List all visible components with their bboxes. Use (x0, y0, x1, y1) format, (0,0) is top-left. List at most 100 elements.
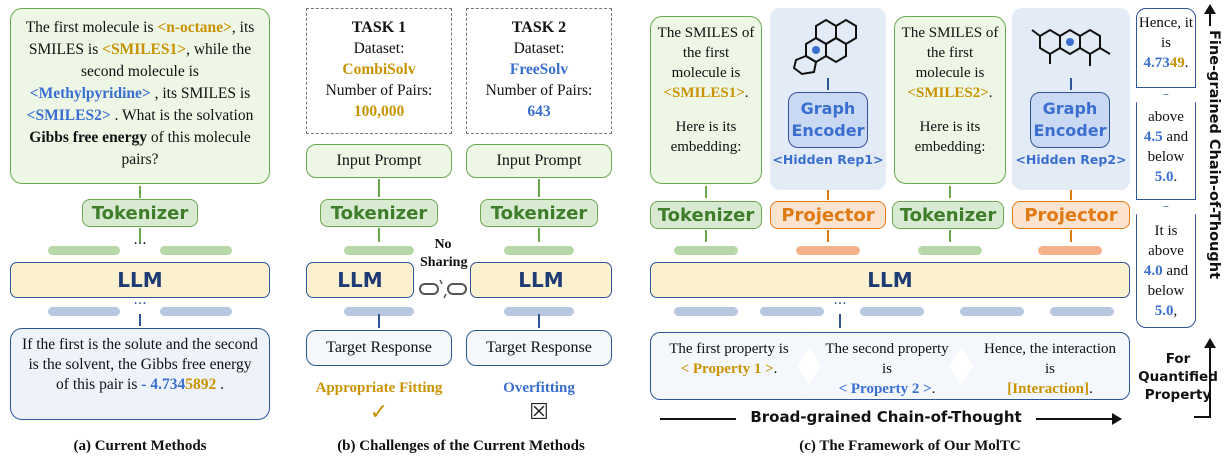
q-gibbs: Gibbs free energy (29, 129, 147, 146)
token-pill (344, 246, 414, 255)
token-pill (796, 246, 860, 255)
arrow (139, 314, 141, 326)
fine-value: 4.5 (1143, 129, 1163, 145)
tokenizer-box-2: Tokenizer (480, 199, 598, 227)
q-text: , its SMILES is (28, 19, 255, 58)
smiles-text-2: The SMILES of the first molecule is <SMI… (894, 16, 1006, 184)
task1-dataset: CombiSolv (342, 61, 416, 78)
tokenizer-box-c1: Tokenizer (650, 201, 762, 229)
token-pill (1038, 246, 1102, 255)
task1-dataset-label: Dataset: (353, 40, 405, 57)
step-prop: [Interaction] (1007, 381, 1089, 397)
fine-value: 4.73 (1143, 55, 1170, 71)
answer-minus: - (141, 376, 151, 393)
token-pill (1050, 307, 1114, 316)
molecule-2-icon (1031, 28, 1111, 66)
token-pill (674, 307, 738, 316)
hidden-rep-1: <Hidden Rep1> (772, 152, 884, 167)
tokenizer-box-c2: Tokenizer (892, 201, 1004, 229)
arrow (839, 314, 841, 328)
text: . (744, 85, 749, 101)
arrow (1070, 190, 1072, 200)
arrow (378, 228, 380, 242)
llm-box: LLM (10, 262, 270, 298)
q-text: , its SMILES is (150, 85, 251, 102)
tokenizer-box: Tokenizer (82, 199, 198, 227)
task2-pairs-label: Number of Pairs: (485, 82, 593, 99)
arrow (538, 228, 540, 242)
step-prop: < Property 2 > (838, 381, 932, 397)
task1-box: TASK 1 Dataset: CombiSolv Number of Pair… (306, 8, 452, 134)
task2-pairs: 643 (527, 103, 551, 120)
text: The SMILES of the first molecule is (657, 25, 755, 81)
cot-step-3: Hence, the interaction is [Interaction]. (952, 332, 1130, 400)
cot-step-2: The second property is < Property 2 >. (800, 332, 970, 400)
smiles2: <SMILES2> (907, 85, 989, 101)
token-pill (344, 307, 414, 316)
token-pill (918, 246, 982, 255)
task2-dataset-label: Dataset: (513, 40, 565, 57)
arrow (378, 179, 380, 197)
text: . (988, 85, 993, 101)
arrow (949, 230, 951, 242)
token-pill (160, 307, 232, 316)
fine-text: It is above (1148, 223, 1184, 259)
task1-title: TASK 1 (351, 19, 407, 36)
token-pill (760, 307, 824, 316)
task1-pairs-label: Number of Pairs: (325, 82, 433, 99)
cot-step-1: The first property is < Property 1 >. (650, 332, 818, 400)
fine-text: . (1173, 169, 1178, 185)
llm-box-2: LLM (470, 262, 612, 298)
token-pill (860, 307, 924, 316)
arrow (139, 228, 141, 242)
token-pill (48, 307, 120, 316)
fine-cot-label: Fine-grained Chain-of-Thought (1206, 30, 1222, 280)
quant-arrow-h (1194, 416, 1210, 418)
fine-value: 5.0 (1154, 303, 1174, 319)
fine-value: 5.0 (1154, 169, 1174, 185)
quant-arrow-head (1204, 338, 1216, 348)
step-text: The second property is (825, 341, 949, 377)
arrow (949, 186, 951, 198)
embedding-text: Here is its embedding: (914, 119, 986, 155)
question-box: The first molecule is <n-octane>, its SM… (10, 8, 270, 184)
step-text: . (1088, 381, 1093, 397)
broad-cot-label: Broad-grained Chain-of-Thought (736, 408, 1036, 426)
answer-digits-gold: 5892 (185, 376, 217, 393)
fine-text: and below (1147, 263, 1189, 299)
arrow (705, 230, 707, 242)
arrow (827, 190, 829, 200)
q-text: . What is the solvation (110, 107, 254, 124)
answer-digits: 4.734 (150, 376, 186, 393)
task2-title: TASK 2 (511, 19, 567, 36)
caption-a: (a) Current Methods (73, 438, 207, 454)
overfitting: Overfitting (503, 380, 575, 396)
dots: ··· (133, 236, 147, 252)
token-pill (160, 246, 232, 255)
q-n-octane: <n-octane> (157, 19, 232, 36)
quant-arrow-v (1209, 346, 1211, 418)
fine-value-gold: 49 (1169, 55, 1185, 71)
llm-box-c: LLM (650, 262, 1130, 298)
no-sharing-label: No Sharing (420, 237, 468, 270)
appropriate-fitting: Appropriate Fitting (315, 380, 443, 396)
arrow (538, 179, 540, 197)
fine-text: and below (1147, 129, 1189, 165)
fine-text: above (1148, 109, 1184, 125)
token-pill (48, 246, 120, 255)
answer-text: If the first is the solute and the secon… (22, 336, 258, 393)
caption-b: (b) Challenges of the Current Methods (337, 438, 585, 454)
step-text: . (773, 361, 778, 377)
step-prop: < Property 1 > (680, 361, 774, 377)
molecule-1-icon (792, 18, 857, 76)
q-smiles1: <SMILES1> (102, 41, 187, 58)
input-prompt-1: Input Prompt (306, 144, 452, 178)
answer-text: . (216, 376, 224, 393)
fine-text: , (1173, 303, 1178, 319)
target-response-2: Target Response (466, 330, 612, 366)
arrow (378, 314, 380, 328)
target-response-1: Target Response (306, 330, 452, 366)
input-prompt-2: Input Prompt (466, 144, 612, 178)
cross-icon: ☒ (529, 400, 549, 425)
projector-box-2: Projector (1012, 201, 1130, 229)
